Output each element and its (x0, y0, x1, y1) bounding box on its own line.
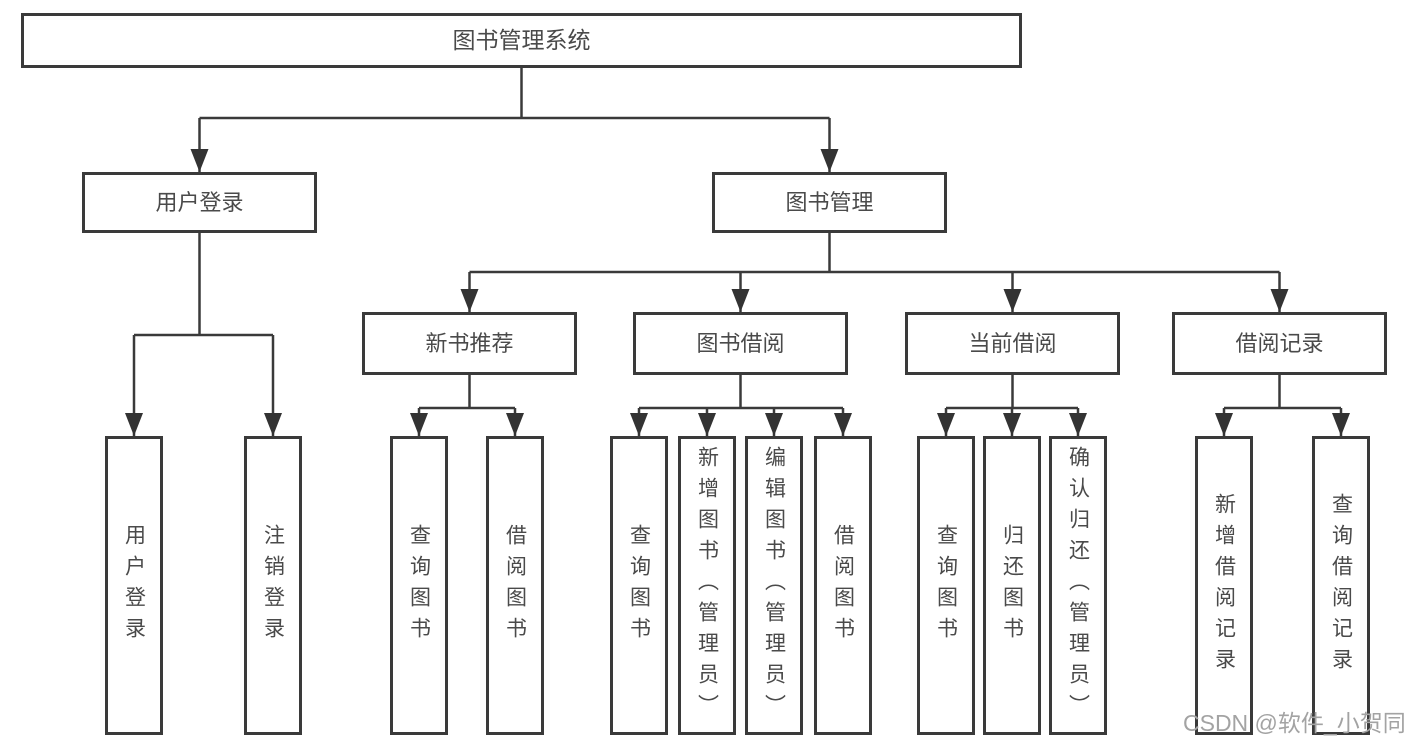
leaf-user-login: 用户登录 (105, 436, 163, 735)
leaf-borrow-query-book: 查询图书 (610, 436, 668, 735)
node-label: 确认归还（管理员） (1066, 446, 1090, 725)
leaf-edit-book-admin: 编辑图书（管理员） (745, 436, 803, 735)
leaf-add-borrow-record: 新增借阅记录 (1195, 436, 1253, 735)
csdn-watermark: CSDN @软件_小贺同学 (1183, 710, 1405, 736)
leaf-return-book: 归还图书 (983, 436, 1041, 735)
node-system-root: 图书管理系统 (21, 13, 1022, 68)
node-current-borrow: 当前借阅 (905, 312, 1120, 375)
leaf-recommend-borrow-book: 借阅图书 (486, 436, 544, 735)
node-label: 图书借阅 (696, 330, 785, 356)
node-new-book-recommend: 新书推荐 (362, 312, 577, 375)
leaf-query-borrow-record: 查询借阅记录 (1312, 436, 1370, 735)
leaf-add-book-admin: 新增图书（管理员） (678, 436, 736, 735)
node-label: 用户登录 (155, 189, 244, 215)
node-label: 查询借阅记录 (1329, 492, 1353, 679)
node-label: 借阅图书 (831, 523, 855, 648)
node-label: 当前借阅 (968, 330, 1057, 356)
node-label: 用户登录 (122, 523, 146, 648)
node-label: 编辑图书（管理员） (762, 446, 786, 725)
node-label: 查询图书 (407, 523, 431, 648)
node-label: 新增借阅记录 (1212, 492, 1236, 679)
node-label: 借阅图书 (503, 523, 527, 648)
node-label: 查询图书 (934, 523, 958, 648)
node-label: 归还图书 (1000, 523, 1024, 648)
leaf-confirm-return-admin: 确认归还（管理员） (1049, 436, 1107, 735)
node-label: 新增图书（管理员） (695, 446, 719, 725)
node-book-management: 图书管理 (712, 172, 947, 233)
node-borrow-records: 借阅记录 (1172, 312, 1387, 375)
leaf-recommend-query-book: 查询图书 (390, 436, 448, 735)
node-book-borrow: 图书借阅 (633, 312, 848, 375)
node-label: 注销登录 (261, 523, 285, 648)
node-label: 新书推荐 (425, 330, 514, 356)
node-label: 图书管理系统 (452, 27, 591, 53)
node-label: 查询图书 (627, 523, 651, 648)
leaf-current-query-book: 查询图书 (917, 436, 975, 735)
node-user-login: 用户登录 (82, 172, 317, 233)
node-label: 图书管理 (785, 189, 874, 215)
leaf-logout: 注销登录 (244, 436, 302, 735)
leaf-borrow-book: 借阅图书 (814, 436, 872, 735)
node-label: 借阅记录 (1235, 330, 1324, 356)
